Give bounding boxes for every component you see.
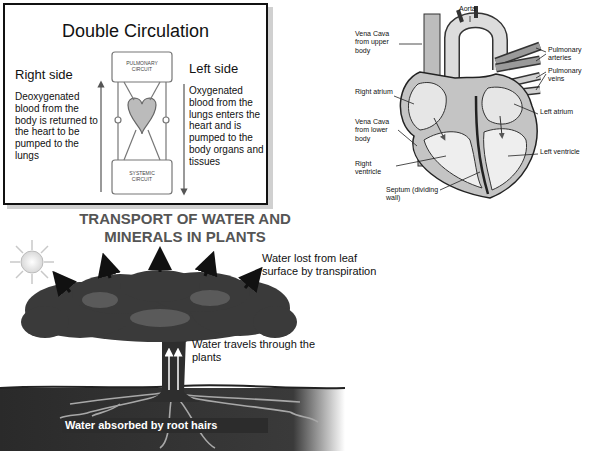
part-label: Left atrium	[540, 108, 580, 116]
process-note: Water travels through the plants	[192, 338, 342, 364]
circuit-label: PULMONARY CIRCUIT	[122, 61, 162, 73]
part-label: Left ventricle	[540, 148, 584, 156]
part-label: Vena Cava from lower body	[355, 118, 398, 143]
part-label: Right ventricle	[355, 160, 395, 177]
body-text: Oxygenated blood from the lungs enters t…	[189, 85, 266, 168]
part-label: Septum (dividing wall)	[386, 186, 442, 203]
side-heading: Right side	[15, 67, 101, 82]
part-label: Aorta	[459, 5, 476, 13]
circuit-label: SYSTEMIC CIRCUIT	[122, 171, 162, 183]
slide-title: Double Circulation	[5, 21, 266, 42]
body-text: Deoxygenated blood from the body is retu…	[15, 91, 99, 162]
circulation-sketch	[112, 52, 172, 194]
heart-illustration	[394, 6, 546, 198]
process-note: Water absorbed by root hairs	[62, 418, 268, 433]
part-label: Pulmonary veins	[548, 67, 590, 84]
side-heading: Left side	[189, 61, 265, 76]
part-label: Pulmonary arteries	[548, 46, 592, 63]
process-note: Water lost from leaf surface by transpir…	[262, 252, 380, 278]
part-label: Right atrium	[355, 88, 393, 96]
section-title: TRANSPORT OF WATER AND MINERALS IN PLANT…	[55, 210, 315, 245]
part-label: Vena Cava from upper body	[355, 30, 399, 55]
